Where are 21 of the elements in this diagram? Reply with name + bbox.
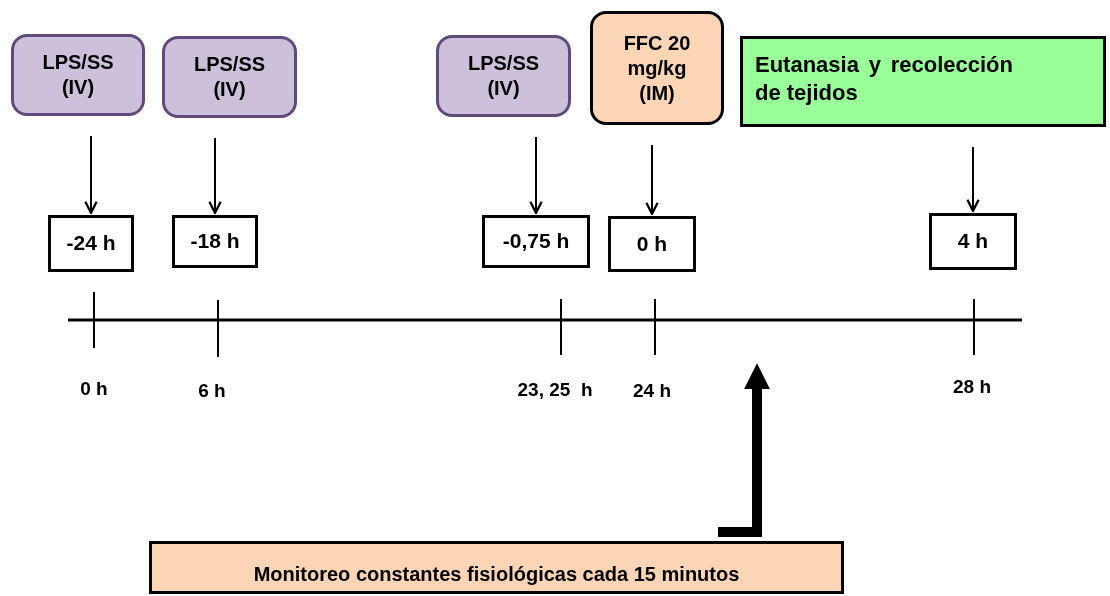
time-box: 0 h [608, 216, 696, 272]
time-label: 23, 25 h [517, 379, 593, 399]
time-box: -24 h [48, 215, 134, 272]
step-box: FFC 20 mg/kg (IM) [590, 11, 724, 125]
step-box: LPS/SS (IV) [436, 35, 571, 117]
arrow [966, 146, 980, 213]
time-label: 6 h [198, 380, 226, 400]
time-label: 28 h [953, 376, 991, 396]
time-box: -18 h [172, 215, 258, 268]
arrow [529, 136, 543, 215]
time-label: 0 h [80, 378, 108, 398]
step-box: LPS/SS (IV) [162, 36, 297, 118]
arrow [645, 144, 659, 216]
time-label: 24 h [633, 380, 671, 400]
step-box: Eutanasia y recolección de tejidos [740, 36, 1106, 127]
time-box: -0,75 h [482, 215, 590, 268]
step-box: Monitoreo constantes fisiológicas cada 15 minutos [149, 541, 844, 594]
time-box: 4 h [929, 213, 1017, 270]
arrow [84, 135, 98, 215]
step-box: LPS/SS (IV) [11, 34, 145, 116]
arrow [208, 137, 222, 215]
